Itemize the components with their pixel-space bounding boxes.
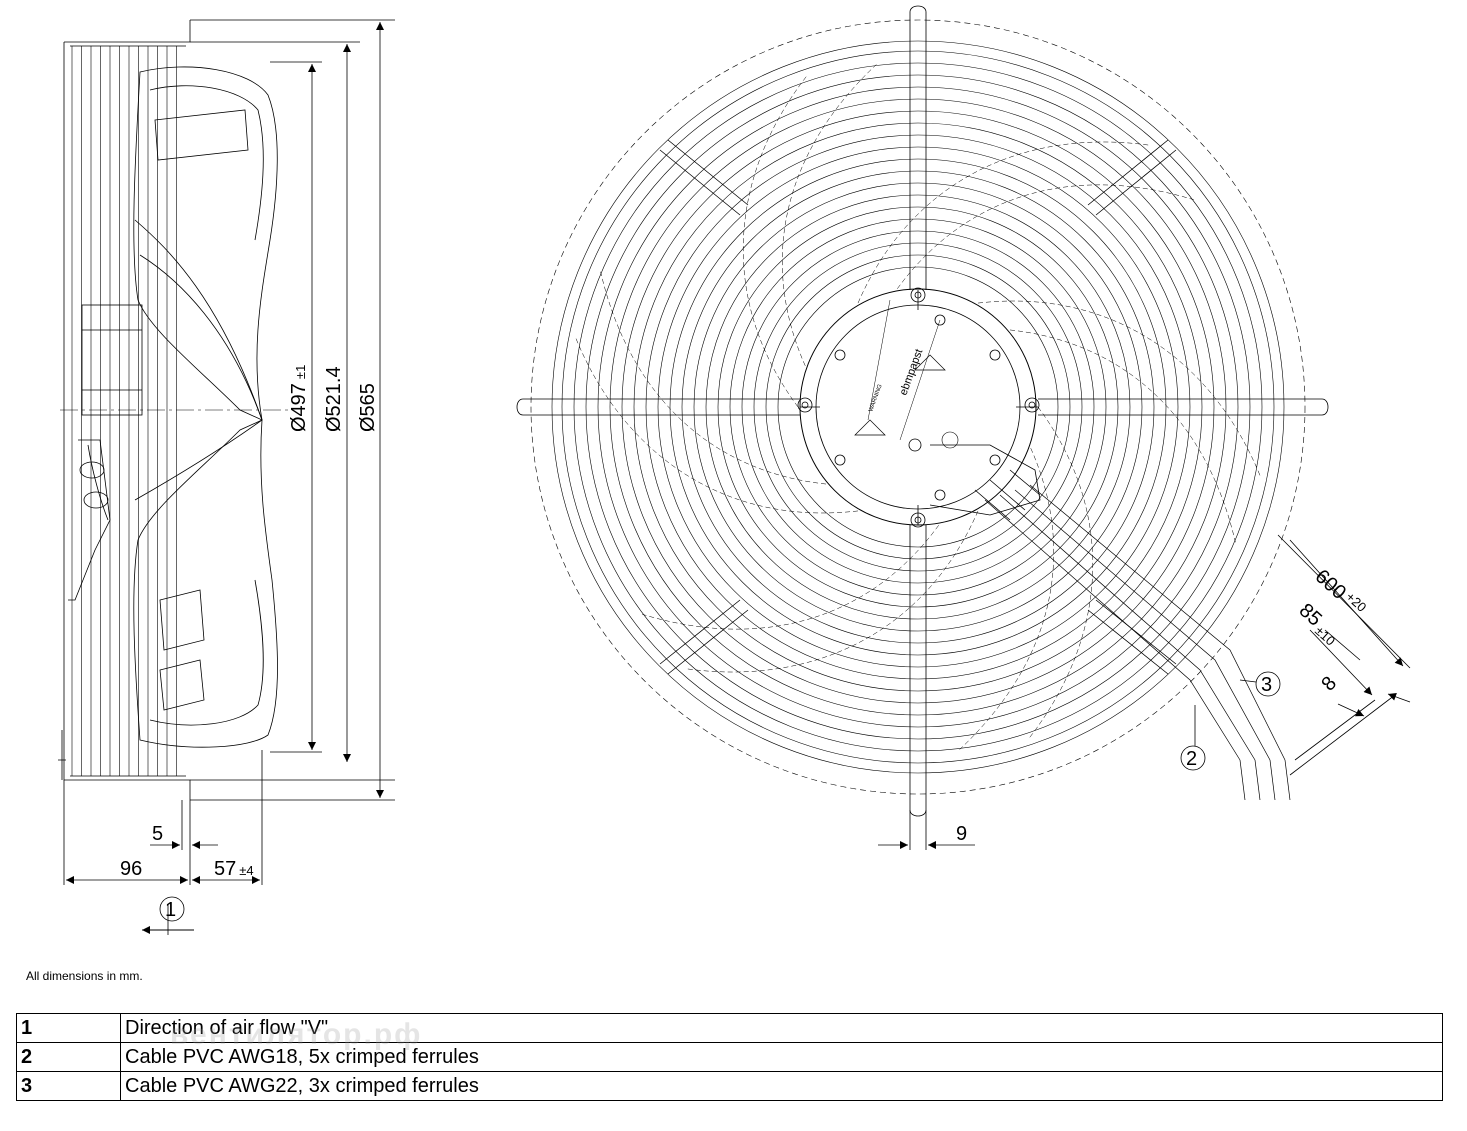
legend-number: 3 <box>16 1071 121 1101</box>
legend-number: 2 <box>16 1042 121 1072</box>
legend-row: 2 Cable PVC AWG18, 5x crimped ferrules <box>16 1042 1443 1072</box>
callout-3: 3 <box>1261 674 1272 696</box>
legend-text: Cable PVC AWG18, 5x crimped ferrules <box>120 1042 1443 1072</box>
front-dimension-lines <box>878 534 1411 850</box>
side-dimension-text: Ø497±1 Ø521.4 Ø565 5 96 57±4 1 <box>120 365 379 922</box>
callout-1-circle <box>159 896 185 922</box>
legend-table: 1 Direction of air flow "V" 2 Cable PVC … <box>16 1013 1443 1101</box>
dim-d521: Ø521.4 <box>323 366 345 432</box>
legend-number: 1 <box>16 1013 121 1043</box>
dim-96: 96 <box>120 858 142 880</box>
side-dimension-lines <box>63 19 395 935</box>
dim-9: 9 <box>956 823 967 845</box>
dimensions-note: All dimensions in mm. <box>26 969 143 983</box>
callout-2-circle <box>1180 745 1206 771</box>
legend-text: Direction of air flow "V" <box>120 1013 1443 1043</box>
legend-row: 1 Direction of air flow "V" <box>16 1013 1443 1043</box>
legend-row: 3 Cable PVC AWG22, 3x crimped ferrules <box>16 1071 1443 1101</box>
front-dimension-text: 9 600+20 85±10 8 3 2 <box>956 565 1369 845</box>
dim-8: 8 <box>1317 672 1341 695</box>
dim-5: 5 <box>152 823 163 845</box>
dim-85: 85±10 <box>1293 599 1344 648</box>
dim-d497: Ø497±1 <box>288 365 310 432</box>
fan-technical-drawing: Ø497±1 Ø521.4 Ø565 5 96 57±4 1 <box>58 5 1411 935</box>
callout-3-circle <box>1255 671 1281 697</box>
callout-2: 2 <box>1186 748 1197 770</box>
label-warning: WARNING <box>868 383 884 412</box>
side-view <box>58 20 290 800</box>
callout-1: 1 <box>165 899 176 921</box>
dim-d565: Ø565 <box>357 383 379 432</box>
watermark: вентилятор.рф <box>170 1018 423 1051</box>
front-view: ebmpapst WARNING <box>516 5 1329 817</box>
dim-57: 57±4 <box>214 858 254 880</box>
legend-text: Cable PVC AWG22, 3x crimped ferrules <box>120 1071 1443 1101</box>
label-brand: ebmpapst <box>898 348 926 398</box>
